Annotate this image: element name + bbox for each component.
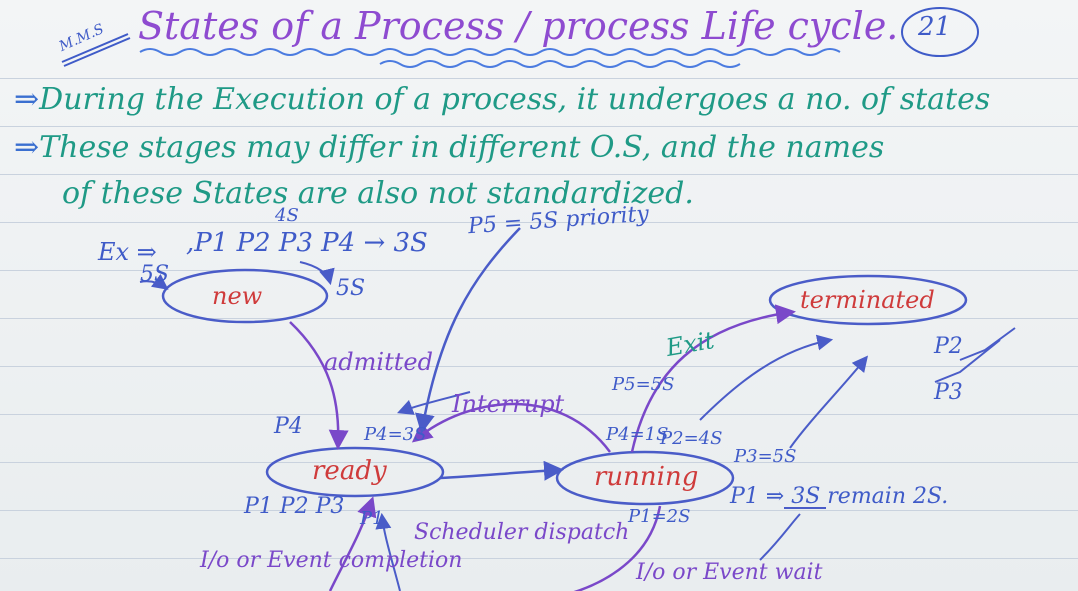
- arrow-p2-exit: [699, 334, 834, 421]
- ruled-line: [0, 270, 1078, 271]
- arrow-io-wait: [573, 505, 662, 591]
- ruled-line: [0, 510, 1078, 511]
- arrow-new-out: [299, 261, 335, 286]
- p4-eq-annotation: P4=3S: [364, 424, 427, 445]
- p3-running-annotation: P3=5S: [734, 446, 797, 467]
- arrow-p5-to-ready: [397, 391, 471, 415]
- arrow-interrupt: [411, 402, 612, 453]
- terminated-p2: P2: [934, 334, 963, 359]
- ruled-line: [0, 558, 1078, 559]
- check-mark: [959, 327, 1016, 361]
- page-title: States of a Process / process Life cycle…: [138, 4, 899, 48]
- bullet-arrow-icon: ⇒: [14, 82, 40, 117]
- bullet-1: ⇒During the Execution of a process, it u…: [14, 82, 990, 117]
- p4-ready-annotation: P4: [274, 414, 303, 439]
- bullet-1-text: During the Execution of a process, it un…: [39, 82, 991, 117]
- title-underline: [379, 60, 741, 68]
- state-terminated-ellipse: [768, 274, 968, 326]
- example-p2-time: 4S: [275, 205, 299, 226]
- transition-scheduler-dispatch: Scheduler dispatch: [414, 520, 630, 545]
- example-processes: ,P1 P2 P3 P4 → 3S: [186, 228, 428, 258]
- page-number-circle: [901, 7, 979, 57]
- p2-running-annotation: P2=4S: [660, 428, 723, 449]
- arrow-new-in: [139, 273, 169, 290]
- title-underline: [139, 48, 841, 56]
- ruled-line: [0, 222, 1078, 223]
- state-ready-ellipse: [265, 446, 445, 498]
- terminated-p3: P3: [934, 380, 963, 405]
- page-number: 21: [918, 12, 952, 42]
- new-out-time: 5S: [336, 276, 366, 301]
- ruled-line: [0, 78, 1078, 79]
- state-new-label: new: [212, 282, 263, 310]
- ruled-line: [0, 126, 1078, 127]
- arrow-admitted: [289, 321, 349, 450]
- state-ready-label: ready: [312, 456, 387, 486]
- ruled-line: [0, 318, 1078, 319]
- ruled-line: [0, 174, 1078, 175]
- p5-running-annotation: P5=5S: [612, 374, 675, 395]
- transition-io-wait: I/o or Event wait: [636, 560, 823, 585]
- arrow-exit: [630, 304, 796, 453]
- p1-up-annotation: P1: [360, 508, 384, 529]
- arrow-p3-exit: [789, 355, 869, 449]
- arrow-io-completion: [328, 496, 377, 591]
- bullet-2-text: These stages may differ in different O.S…: [39, 130, 885, 165]
- arrow-p1-up: [375, 512, 401, 591]
- transition-admitted: admitted: [324, 348, 433, 376]
- p1-remain-annotation: P1 ⇒ 3S remain 2S.: [730, 484, 949, 509]
- transition-interrupt: Interrupt: [452, 390, 565, 418]
- arrow-dispatch: [439, 460, 564, 481]
- state-new-ellipse: [161, 268, 329, 324]
- p4-running-annotation: P4=1S: [606, 424, 669, 445]
- check-mark: [934, 339, 1001, 383]
- bullet-2-continued: of these States are also not standardize…: [62, 176, 694, 211]
- ruled-line: [0, 414, 1078, 415]
- ruled-line: [0, 462, 1078, 463]
- ready-queue-annotation: P1 P2 P3: [244, 494, 345, 519]
- transition-io-completion: I/o or Event completion: [200, 548, 463, 573]
- arrow-remain: [759, 513, 801, 561]
- state-running-label: running: [594, 462, 699, 492]
- p1-running-annotation: P1=2S: [628, 506, 691, 527]
- state-terminated-label: terminated: [800, 286, 935, 314]
- new-in-time: 5S: [140, 262, 170, 287]
- corner-underline: [61, 33, 131, 67]
- bullet-2: ⇒These stages may differ in different O.…: [14, 130, 884, 165]
- example-label: Ex ⇒: [98, 238, 157, 266]
- bullet-arrow-icon: ⇒: [14, 130, 40, 165]
- arrow-p5-priority: [414, 227, 521, 434]
- ruled-line: [0, 366, 1078, 367]
